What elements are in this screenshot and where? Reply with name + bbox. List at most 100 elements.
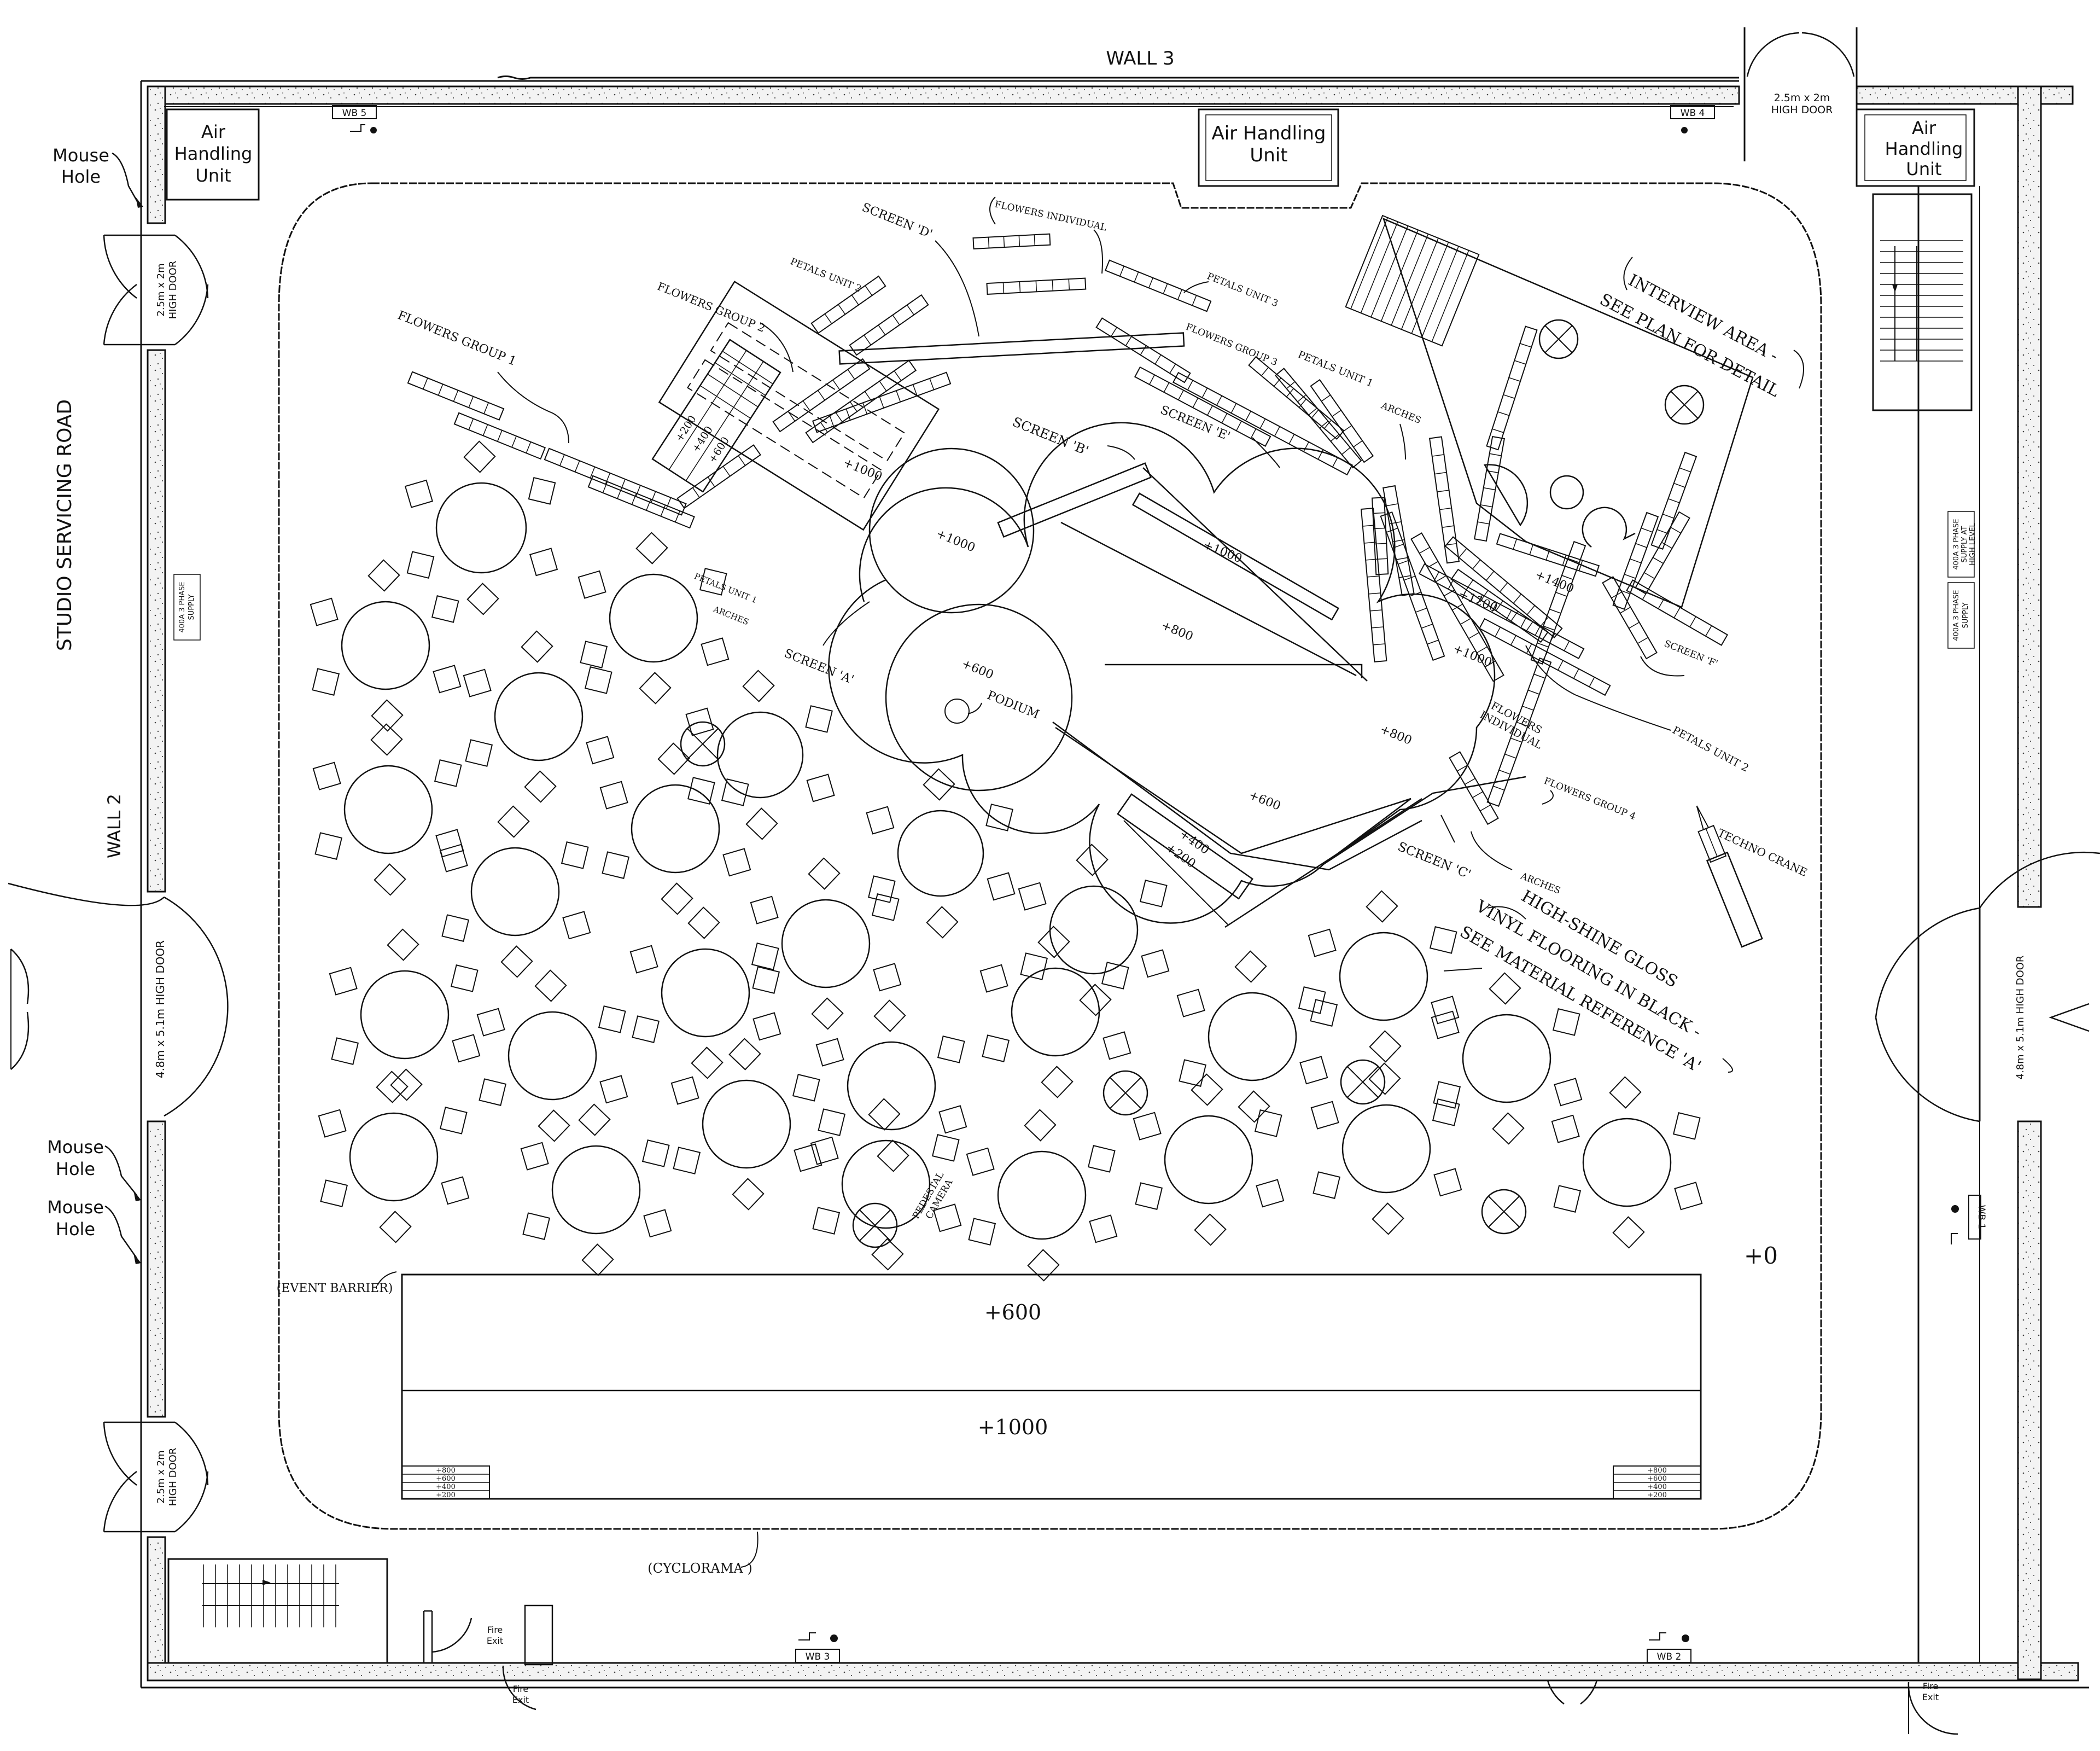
flower-bar [676,444,761,509]
svg-text:+200: +200 [1647,1491,1667,1499]
chair [1238,1090,1270,1123]
banquet-table[interactable] [1133,1073,1285,1246]
chair [310,597,339,626]
table-cross[interactable] [852,1202,898,1248]
svg-text:+400: +400 [436,1483,456,1491]
banquet-table[interactable] [966,1109,1118,1282]
mouse-hole-label: Hole [56,1159,95,1179]
chair [500,945,533,978]
table-cross[interactable] [1340,1059,1386,1105]
chair [1234,950,1267,983]
chair [441,914,470,942]
fire-exit-1[interactable]: Fire Exit Fire Exit [423,1604,553,1711]
chair [1369,1030,1402,1063]
chair [868,875,896,903]
chair [465,739,493,767]
chair [1432,1098,1460,1126]
level-800-a: +800 [1159,619,1195,644]
flower-bar [587,475,695,529]
level-1000-a: +1000 [841,456,884,484]
door-top-size: 2.5m x 2m [1774,92,1830,104]
chair [982,1034,1010,1062]
chair [320,1179,348,1207]
banquet-table[interactable] [439,805,591,978]
chair [792,1074,820,1102]
petals-unit-2-label-a: PETALS UNIT 2 [789,256,863,294]
chair [1101,962,1129,990]
banquet-table[interactable] [750,857,902,1030]
screen-a-label: SCREEN 'A' [782,647,855,687]
ahu-1-l2: Handling [174,143,253,164]
banquet-table[interactable] [599,742,751,915]
techno-crane[interactable]: TECHNO CRANE [1687,802,1810,948]
ahu-2-l1: Air Handling [1211,123,1326,144]
banquet-table[interactable] [578,532,730,705]
table-cross[interactable] [1481,1189,1527,1235]
road-label: STUDIO SERVICING ROAD [54,399,76,651]
svg-text:SUPPLY: SUPPLY [1962,602,1970,628]
banquet-table[interactable] [629,906,781,1079]
chair [805,705,833,733]
chair [670,1076,699,1105]
table-cross[interactable] [1102,1070,1148,1116]
banquet-tables [310,440,1703,1282]
flowers-individual-top-label: FLOWERS INDIVIDUAL [994,199,1107,234]
banquet-table[interactable] [670,1038,822,1211]
banquet-table[interactable] [866,768,1016,939]
screen-c-label: SCREEN 'C' [1396,840,1473,882]
flower-bar [1530,540,1586,665]
banquet-table[interactable] [1176,950,1328,1123]
supply-left: 400A 3 PHASE SUPPLY [173,574,201,641]
door-left-upper[interactable]: 2.5m x 2m HIGH DOOR [103,234,209,346]
fire-exit-3[interactable]: Fire Exit [1908,1681,1958,1735]
chair [966,1147,995,1176]
banquet-table[interactable] [1310,1062,1462,1235]
door-right-large[interactable]: 4.8m x 5.1m HIGH DOOR [1875,851,2100,1122]
chair [450,964,479,992]
chair [877,1139,909,1172]
banquet-table[interactable] [404,440,558,615]
chair [635,532,668,565]
wb-2: WB 2 [1647,1632,1691,1663]
banquet-table[interactable] [520,1103,672,1276]
chair [673,1147,701,1174]
air-handling-unit-2: Air Handling Unit [1198,108,1339,187]
banquet-table[interactable] [1018,843,1170,1016]
banquet-table[interactable] [685,670,835,840]
screen-f-label: SCREEN 'F' [1662,638,1719,670]
chair [521,630,553,663]
chair [868,1098,901,1131]
table-cross[interactable] [680,721,726,767]
mouse-hole-3: Mouse Hole [47,1197,141,1264]
chair [691,1046,724,1079]
door-bottom-wall[interactable] [1547,1680,1598,1705]
wall-right-upper [2017,85,2042,908]
chair [1087,1145,1116,1173]
door-right-size: 4.8m x 5.1m HIGH DOOR [2015,956,2026,1080]
door-left-lower[interactable]: 2.5m x 2m HIGH DOOR [103,1421,209,1533]
door-top[interactable]: 2.5m x 2m HIGH DOOR [1743,27,1858,161]
banquet-table[interactable] [1551,1076,1703,1249]
chair [1492,1112,1525,1145]
banquet-table[interactable] [312,723,464,896]
fire-exit-3-l2: Exit [1922,1692,1939,1702]
banquet-table[interactable] [463,630,615,803]
chair [1076,843,1109,876]
wb-2-label: WB 2 [1657,1651,1682,1662]
main-stage: +600 +1000 +800 +600 +400 +200 +800 +600… [401,1273,1702,1500]
chair [1366,890,1398,923]
banquet-table[interactable] [318,1071,470,1243]
banquet-table[interactable] [476,969,628,1142]
banquet-table[interactable] [310,559,462,732]
door-left-large[interactable]: 4.8m x 5.1m HIGH DOOR [8,882,229,1117]
svg-text:400A 3 PHASE: 400A 3 PHASE [1952,519,1961,569]
chair [387,928,419,961]
staircase-bottom-left [167,1558,388,1664]
banquet-table[interactable] [979,926,1131,1098]
chair [598,1005,626,1033]
banquet-table[interactable] [1308,890,1460,1063]
banquet-table[interactable] [815,999,967,1172]
chair [463,668,492,697]
banquet-table[interactable] [1431,972,1583,1145]
banquet-table[interactable] [329,928,481,1101]
